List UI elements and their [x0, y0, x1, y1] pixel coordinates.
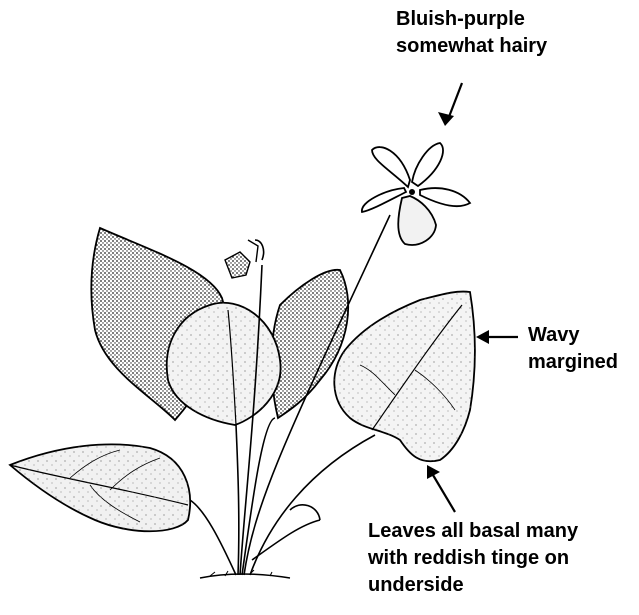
label-wavy-line2: margined	[528, 349, 618, 376]
leaf-bottom-left	[10, 444, 190, 531]
label-leaves-line1: Leaves all basal many	[368, 518, 578, 545]
leaf-right-wavy	[334, 292, 475, 462]
label-flower-line1: Bluish-purple	[396, 6, 547, 33]
flower-bud	[225, 240, 258, 278]
arrow-leaves	[427, 465, 455, 512]
label-leaves-line2: with reddish tinge on	[368, 545, 578, 572]
label-wavy-margined: Wavy margined	[528, 322, 618, 376]
label-flower-line2: somewhat hairy	[396, 33, 547, 60]
label-wavy-line1: Wavy	[528, 322, 618, 349]
label-leaves-basal: Leaves all basal many with reddish tinge…	[368, 518, 578, 599]
arrow-flower	[438, 83, 462, 126]
arrow-wavy	[476, 330, 518, 344]
flower-main	[362, 143, 470, 245]
label-flower: Bluish-purple somewhat hairy	[396, 6, 547, 60]
label-leaves-line3: underside	[368, 572, 578, 599]
